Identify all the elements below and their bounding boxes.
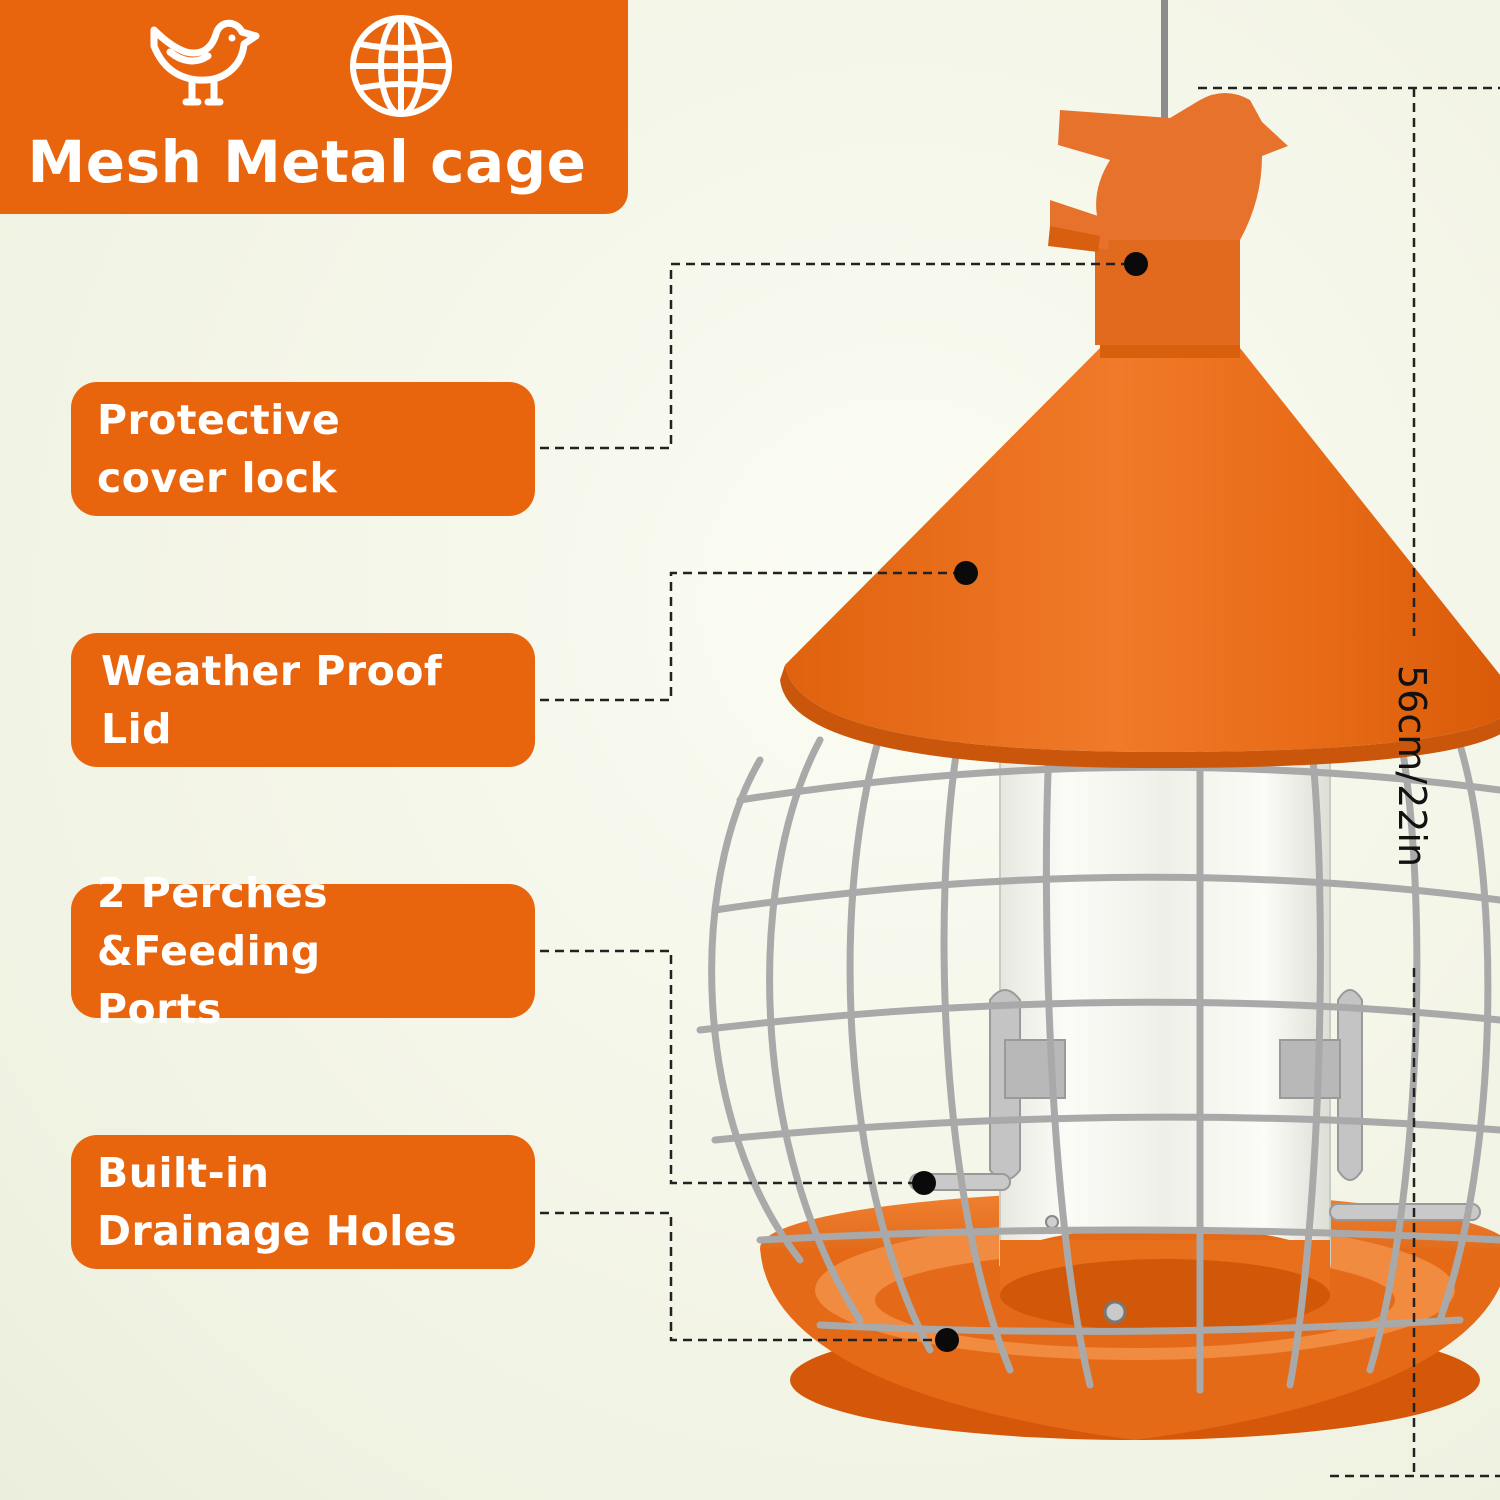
leader-line-drainage — [540, 1211, 942, 1342]
feature-label-lid: Weather Proof Lid — [101, 647, 443, 753]
height-dimension-line — [1198, 86, 1500, 1478]
feeding-ports — [989, 989, 1363, 1181]
drainage-hole — [1103, 1300, 1127, 1324]
header-title: Mesh Metal cage — [27, 128, 587, 196]
bird-icon — [150, 19, 260, 106]
globe-icon — [350, 15, 452, 117]
leader-line-lid — [540, 571, 960, 702]
callout-dot-drainage — [935, 1328, 959, 1352]
height-dimension-label: 56cm/22in — [1390, 665, 1434, 867]
feature-label-drainage: Built-in Drainage Holes — [97, 1149, 458, 1255]
callout-dot-perches — [912, 1171, 936, 1195]
feature-card-cover-lock: Protective cover lock — [71, 382, 535, 516]
callout-dot-cover-lock — [1124, 252, 1148, 276]
feature-card-lid: Weather Proof Lid — [71, 633, 535, 767]
callout-dots — [912, 252, 1148, 1352]
height-dimension-text: 56cm/22in — [1390, 665, 1434, 868]
leader-line-perches — [540, 949, 918, 1185]
feature-card-drainage: Built-in Drainage Holes — [71, 1135, 535, 1269]
callout-dot-lid — [954, 561, 978, 585]
feature-label-cover-lock: Protective cover lock — [97, 396, 341, 502]
feature-card-perches: 2 Perches &Feeding Ports — [71, 869, 535, 1033]
callout-lines — [540, 262, 1130, 1342]
hanging-rod — [1161, 0, 1168, 150]
bird-shaped-cover-lock — [1048, 93, 1288, 345]
feature-label-perches: 2 Perches &Feeding Ports — [97, 869, 329, 1033]
leader-line-cover-lock — [540, 262, 1130, 450]
header-banner: Mesh Metal cage — [0, 0, 628, 214]
mesh-metal-cage — [696, 726, 1500, 1394]
